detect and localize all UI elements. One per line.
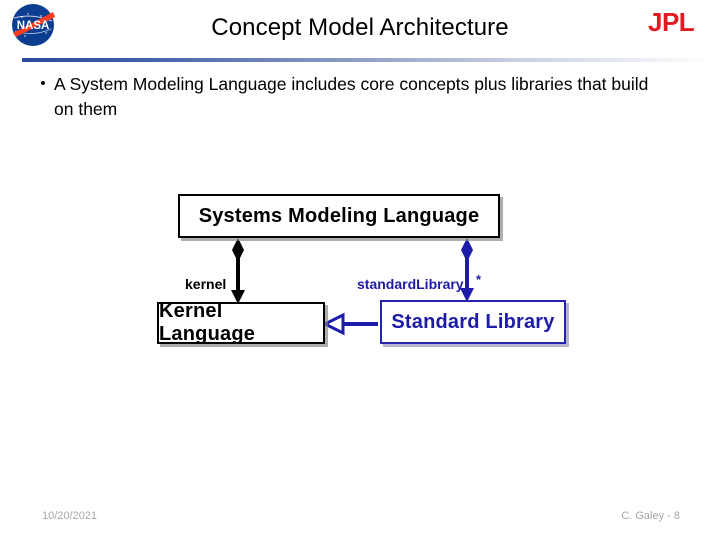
footer-date: 10/20/2021 bbox=[42, 510, 98, 522]
edge-sysml-kernel bbox=[231, 238, 245, 304]
node-kernel-language[interactable]: Kernel Language bbox=[157, 300, 325, 345]
concept-model-diagram: Systems Modeling Language Kernel Languag… bbox=[0, 160, 720, 390]
jpl-wordmark: JPL bbox=[648, 7, 695, 37]
edge-stdlib-kernel bbox=[321, 312, 378, 336]
bullet-list: • A System Modeling Language includes co… bbox=[32, 72, 672, 123]
edge-multiplicity-standard-library: * bbox=[476, 272, 482, 287]
jpl-logo: JPL bbox=[642, 6, 720, 38]
bullet-text: A System Modeling Language includes core… bbox=[54, 74, 649, 120]
footer-author: C. Galey - 8 bbox=[621, 510, 680, 522]
list-item: • A System Modeling Language includes co… bbox=[32, 72, 672, 123]
page-title: Concept Model Architecture bbox=[211, 14, 509, 41]
bullet-marker-icon: • bbox=[40, 75, 46, 92]
nasa-wordmark: NASA bbox=[17, 20, 50, 32]
node-standard-library[interactable]: Standard Library bbox=[380, 300, 566, 344]
diagram-connectors bbox=[231, 238, 474, 336]
nasa-meatball-logo: NASA bbox=[6, 2, 62, 48]
edge-sysml-stdlib bbox=[460, 238, 474, 302]
node-systems-modeling-language[interactable]: Systems Modeling Language bbox=[178, 194, 500, 238]
edge-label-standard-library: standardLibrary bbox=[357, 276, 464, 292]
edge-label-kernel: kernel bbox=[185, 276, 227, 292]
title-divider bbox=[22, 58, 712, 62]
